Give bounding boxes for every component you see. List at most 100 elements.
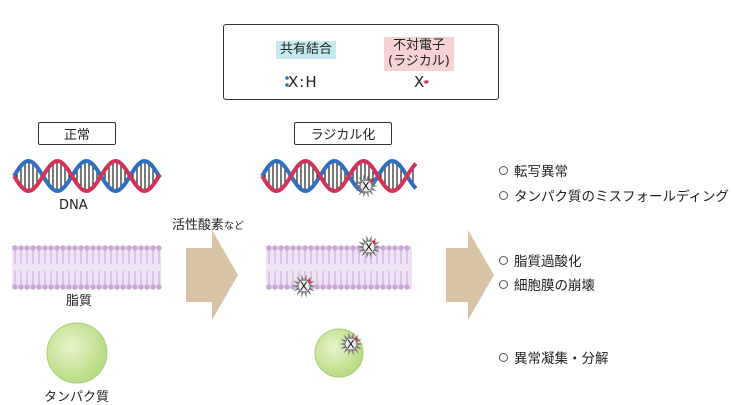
lipid-head bbox=[72, 284, 78, 290]
lipid-head bbox=[12, 284, 18, 290]
lipid-head bbox=[42, 245, 48, 251]
radical-burst-core bbox=[345, 338, 357, 350]
lipid-membrane-normal bbox=[12, 245, 162, 290]
lipid-head bbox=[278, 284, 284, 290]
lipid-head bbox=[90, 284, 96, 290]
protein-normal-sphere bbox=[46, 322, 108, 384]
covalent-bond-symbol: X:H bbox=[288, 73, 318, 91]
lipid-head bbox=[156, 284, 162, 290]
lipid-head bbox=[144, 284, 150, 290]
dna-caption: DNA bbox=[59, 198, 88, 213]
lipid-head bbox=[332, 284, 338, 290]
lipid-head bbox=[266, 284, 272, 290]
lipid-head bbox=[84, 284, 90, 290]
result-dna-2: タンパク質のミスフォールディング bbox=[499, 185, 729, 205]
lipid-head bbox=[314, 284, 320, 290]
lipid-head bbox=[96, 284, 102, 290]
lipid-head bbox=[108, 245, 114, 251]
result-lipid-1: 脂質過酸化 bbox=[499, 250, 582, 270]
lipid-head bbox=[108, 284, 114, 290]
radical-dot bbox=[354, 337, 358, 341]
agent-caption: 活性酸素など bbox=[172, 214, 244, 233]
lipid-head bbox=[12, 245, 18, 251]
lipid-head bbox=[18, 245, 24, 251]
lipid-head bbox=[344, 284, 350, 290]
lipid-head bbox=[392, 284, 398, 290]
lipid-head bbox=[326, 245, 332, 251]
arrow-right-1 bbox=[186, 230, 238, 320]
lipid-head bbox=[66, 284, 72, 290]
lipid-head bbox=[66, 245, 72, 251]
lipid-head bbox=[338, 284, 344, 290]
lipid-head bbox=[380, 245, 386, 251]
lipid-head bbox=[278, 245, 284, 251]
lipid-head bbox=[138, 245, 144, 251]
lipid-head bbox=[60, 284, 66, 290]
radical-dot bbox=[369, 179, 373, 183]
lipid-head bbox=[150, 284, 156, 290]
lipid-head bbox=[84, 245, 90, 251]
lipid-head bbox=[308, 245, 314, 251]
lipid-head bbox=[380, 284, 386, 290]
lipid-head bbox=[138, 284, 144, 290]
lipid-head bbox=[362, 284, 368, 290]
agent-suffix: など bbox=[224, 221, 245, 232]
membrane-body bbox=[266, 246, 412, 289]
legend-colon-dot-top bbox=[285, 76, 289, 80]
lipid-head bbox=[302, 245, 308, 251]
lipid-head bbox=[368, 284, 374, 290]
lipid-head bbox=[42, 284, 48, 290]
lipid-head bbox=[404, 284, 410, 290]
lipid-head bbox=[126, 245, 132, 251]
protein-caption: タンパク質 bbox=[44, 390, 110, 405]
legend-radical-dot bbox=[424, 80, 428, 84]
lipid-head bbox=[398, 245, 404, 251]
lipid-head bbox=[24, 245, 30, 251]
lipid-head bbox=[320, 245, 326, 251]
radical-column-label: ラジカル化 bbox=[294, 122, 392, 145]
dna-strand-red bbox=[260, 158, 418, 194]
agent-label: 活性酸素 bbox=[172, 218, 225, 233]
lipid-head bbox=[90, 245, 96, 251]
legend-colon-dot-bottom bbox=[285, 83, 289, 87]
lipid-head bbox=[132, 245, 138, 251]
lipid-head bbox=[156, 245, 162, 251]
lipid-head bbox=[120, 245, 126, 251]
lipid-head bbox=[144, 245, 150, 251]
lipid-head bbox=[320, 284, 326, 290]
result-protein-1: 異常凝集・分解 bbox=[499, 347, 609, 367]
lipid-head bbox=[24, 284, 30, 290]
lipid-head bbox=[114, 284, 120, 290]
lipid-head bbox=[392, 245, 398, 251]
lipid-head bbox=[36, 284, 42, 290]
lipid-head bbox=[344, 245, 350, 251]
lipid-head bbox=[72, 245, 78, 251]
radical-burst-core bbox=[360, 180, 372, 192]
lipid-head bbox=[326, 284, 332, 290]
lipid-head bbox=[296, 245, 302, 251]
radical-mark: X bbox=[347, 338, 355, 351]
lipid-head bbox=[356, 245, 362, 251]
lipid-head bbox=[60, 245, 66, 251]
lipid-head bbox=[290, 284, 296, 290]
lipid-head bbox=[314, 245, 320, 251]
dna-normal-helix bbox=[12, 158, 162, 194]
lipid-head bbox=[290, 245, 296, 251]
lipid-head bbox=[102, 245, 108, 251]
lipid-head bbox=[132, 284, 138, 290]
lipid-head bbox=[284, 245, 290, 251]
radical-mark: X bbox=[365, 241, 373, 254]
lipid-head bbox=[272, 245, 278, 251]
covalent-bond-label: 共有結合 bbox=[276, 41, 337, 59]
radical-label: 不対電子 (ラジカル) bbox=[384, 37, 454, 71]
result-dna-1: 転写異常 bbox=[499, 160, 568, 180]
lipid-head bbox=[374, 284, 380, 290]
dna-strand-red bbox=[12, 158, 162, 194]
lipid-head bbox=[386, 245, 392, 251]
lipid-membrane-radical bbox=[266, 245, 412, 290]
lipid-caption: 脂質 bbox=[66, 294, 93, 309]
lipid-head bbox=[266, 245, 272, 251]
protein-radical-sphere bbox=[314, 328, 364, 378]
lipid-head bbox=[30, 284, 36, 290]
